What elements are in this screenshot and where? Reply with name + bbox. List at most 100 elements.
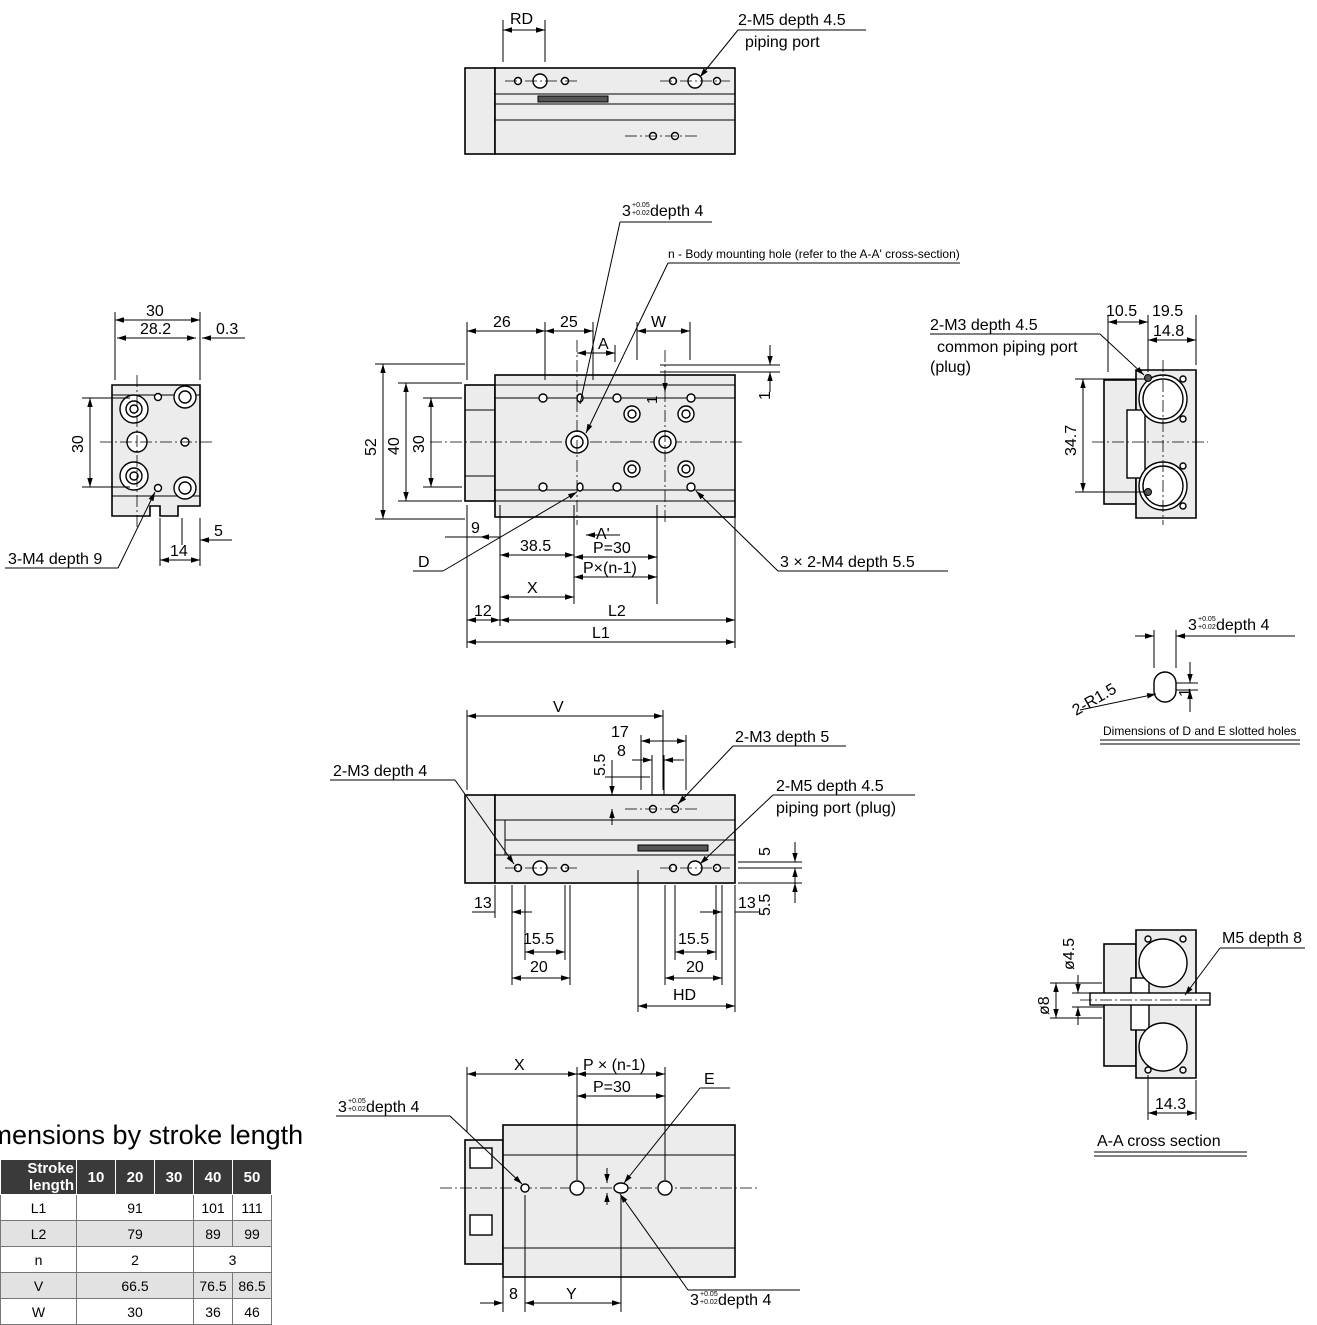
label-e: E [704, 1071, 715, 1088]
dim-x: X [527, 580, 538, 597]
dim-pn1: P×(n-1) [583, 560, 637, 577]
dim-30-width: 30 [146, 303, 164, 320]
cell-50: 86.5 [232, 1272, 272, 1299]
dim-10-5: 10.5 [1106, 303, 1137, 320]
stroke-table-section: Dimensions by stroke length Stroke lengt… [0, 1119, 440, 1325]
row-label: V [0, 1272, 77, 1299]
cell-40: 101 [193, 1194, 233, 1221]
slot-detail-val: 3 [1188, 617, 1197, 634]
cell-40: 89 [193, 1220, 233, 1247]
label-m3-port-3: (plug) [930, 359, 971, 376]
cell-50: 99 [232, 1220, 272, 1247]
bottom-view: X P × (n-1) P=30 E 3 +0.05 +0.02 depth 4… [336, 1057, 800, 1312]
header-20: 20 [115, 1159, 155, 1195]
dim-15-5a: 15.5 [523, 931, 554, 948]
cell-merged-2: 3 [193, 1246, 272, 1273]
dim-17: 17 [611, 724, 629, 741]
dim-26: 26 [493, 314, 511, 331]
bottom-slot-val-a: 3 [338, 1099, 347, 1116]
mount-hole-label: n - Body mounting hole (refer to the A-A… [668, 247, 960, 261]
slot-detail-caption: Dimensions of D and E slotted holes [1103, 724, 1296, 738]
dim-20b: 20 [686, 959, 704, 976]
table-row: L2 79 89 99 [0, 1220, 272, 1247]
bottom-dim-8: 8 [509, 1286, 518, 1303]
dim-19-5: 19.5 [1152, 303, 1183, 320]
right-view: 10.5 19.5 14.8 34.7 2-M3 depth 4.5 commo… [930, 303, 1208, 525]
cell-40: 36 [193, 1298, 233, 1325]
dim-l1: L1 [592, 625, 610, 642]
dim-0-3: 0.3 [216, 321, 238, 338]
side-view: V 17 8 5.5 2-M3 depth 5 2-M3 depth 4 2-M… [330, 699, 915, 1012]
dim-30: 30 [411, 435, 428, 453]
bottom-dim-p30: P=30 [593, 1079, 631, 1096]
label-d: D [418, 554, 430, 571]
left-view: 30 28.2 0.3 30 14 5 3-M4 depth 9 [5, 303, 245, 569]
section-view: ø4.5 ø8 M5 depth 8 14.3 A-A cross sectio… [1036, 929, 1305, 1157]
label-m3-port-2: common piping port [937, 339, 1078, 356]
bottom-slot-val-b: 3 [690, 1292, 699, 1309]
label-m3-port-1: 2-M3 depth 4.5 [930, 317, 1038, 334]
header-40: 40 [193, 1159, 233, 1195]
slot-val: 3 [622, 203, 631, 220]
slot-detail-tol-up: +0.05 [1198, 616, 1216, 623]
bottom-dim-pn1: P × (n-1) [583, 1057, 645, 1074]
dim-13a: 13 [474, 895, 492, 912]
dim-a: A [598, 336, 609, 353]
dim-l2: L2 [608, 603, 626, 620]
label-m4-left: 3-M4 depth 9 [8, 551, 102, 568]
table-row: W 30 36 46 [0, 1298, 272, 1325]
dim-rd: RD [510, 11, 533, 28]
dim-38-5: 38.5 [520, 538, 551, 555]
header-stroke-length: Stroke length [0, 1159, 77, 1195]
table-row: V 66.5 76.5 86.5 [0, 1272, 272, 1299]
bottom-slot-lo-a: +0.02 [348, 1106, 366, 1113]
cell-merged: 30 [76, 1298, 194, 1325]
bottom-slot-up-a: +0.05 [348, 1098, 366, 1105]
dim-9: 9 [471, 520, 480, 537]
label-piping-port-2: piping port [745, 34, 820, 51]
label-m5-depth-8: M5 depth 8 [1222, 930, 1302, 947]
dim-14-3: 14.3 [1155, 1096, 1186, 1113]
dim-1b: 1 [757, 391, 774, 400]
dim-28-2: 28.2 [140, 321, 171, 338]
bottom-slot-txt-a: depth 4 [366, 1099, 419, 1116]
label-piping-port-1: 2-M5 depth 4.5 [738, 12, 846, 29]
cell-merged: 66.5 [76, 1272, 194, 1299]
stroke-table: Stroke length 10 20 30 40 50 L1 91 101 1… [0, 1159, 272, 1325]
dim-a-prime: A' [596, 526, 610, 543]
bottom-dim-x: X [514, 1057, 525, 1074]
slot-detail-depth: depth 4 [1216, 617, 1269, 634]
dim-20a: 20 [530, 959, 548, 976]
stroke-table-title: Dimensions by stroke length [0, 1120, 304, 1150]
dim-phi-8: ø8 [1036, 996, 1053, 1015]
dim-1a: 1 [644, 396, 661, 404]
label-m3-depth-4: 2-M3 depth 4 [333, 763, 427, 780]
row-label: L1 [0, 1194, 77, 1221]
dim-5: 5 [214, 523, 223, 540]
label-m5-1: 2-M5 depth 4.5 [776, 778, 884, 795]
dim-15-5b: 15.5 [678, 931, 709, 948]
header-50: 50 [232, 1159, 272, 1195]
slot-detail-r: 2-R1.5 [1070, 681, 1120, 720]
row-label: n [0, 1246, 77, 1273]
table-row: n 2 3 [0, 1246, 272, 1273]
slot-depth: depth 4 [650, 203, 703, 220]
dim-phi-4-5: ø4.5 [1061, 938, 1078, 970]
label-m3-depth-5: 2-M3 depth 5 [735, 729, 829, 746]
dim-v: V [553, 699, 564, 716]
dim-5-5b-side: 5.5 [757, 894, 774, 916]
cell-merged: 79 [76, 1220, 194, 1247]
slot-detail-tol-lo: +0.02 [1198, 624, 1216, 631]
slot-detail: 3 +0.05 +0.02 depth 4 1 2-R1.5 Dimension… [1070, 616, 1300, 745]
dim-5-5-side: 5.5 [592, 754, 609, 776]
cell-merged: 91 [76, 1194, 194, 1221]
front-view: 26 25 W A 1 1 52 40 30 3 +0.05 +0.02 dep… [363, 202, 960, 648]
dim-8-side: 8 [617, 743, 626, 760]
dim-34-7: 34.7 [1063, 425, 1080, 456]
slot-tol-lower: +0.02 [632, 210, 650, 217]
dim-52: 52 [363, 438, 380, 456]
slot-tol-upper: +0.05 [632, 202, 650, 209]
dim-hd: HD [673, 987, 696, 1004]
cell-40: 76.5 [193, 1272, 233, 1299]
